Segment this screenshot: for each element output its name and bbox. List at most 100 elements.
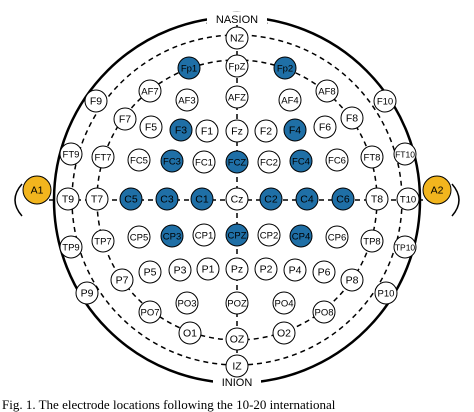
- electrode-p6-circle: [312, 260, 336, 284]
- electrode-cz-circle: [225, 187, 249, 211]
- electrode-p6: P6: [312, 260, 336, 284]
- electrode-po3-circle: [175, 291, 199, 315]
- electrode-f10: F10: [373, 89, 397, 113]
- electrode-af8-label: AF8: [318, 87, 335, 98]
- electrode-cp4-circle: [289, 224, 313, 248]
- electrode-fp1-circle: [177, 56, 201, 80]
- electrode-fc6: FC6: [325, 148, 349, 172]
- electrode-f8: F8: [340, 106, 364, 130]
- electrode-f9-circle: [84, 89, 108, 113]
- electrode-f1: F1: [195, 119, 219, 143]
- electrode-c4-circle: [295, 187, 319, 211]
- electrode-t7: T7: [85, 187, 109, 211]
- electrode-af7-label: AF7: [141, 87, 158, 98]
- electrode-c6-label: C6: [336, 194, 350, 206]
- electrode-cz: Cz: [225, 187, 249, 211]
- electrode-tp8-circle: [360, 229, 384, 253]
- electrode-af3-label: AF3: [178, 96, 195, 107]
- electrode-f4-label: F4: [289, 125, 301, 137]
- electrode-p3-label: P3: [174, 265, 187, 277]
- electrode-ft10: FT10: [393, 142, 417, 166]
- electrode-c1-label: C1: [195, 194, 209, 206]
- electrode-f8-circle: [340, 106, 364, 130]
- electrode-oz-label: OZ: [230, 334, 245, 346]
- electrode-p4-circle: [283, 258, 307, 282]
- electrode-p4-label: P4: [289, 265, 302, 277]
- electrode-cp4: CP4: [289, 224, 313, 248]
- electrode-tp10: TP10: [393, 235, 417, 259]
- electrode-po4-circle: [272, 291, 296, 315]
- electrode-ft8: FT8: [360, 145, 384, 169]
- electrode-tp9: TP9: [59, 235, 83, 259]
- electrode-fc2-circle: [257, 150, 281, 174]
- electrode-c2-circle: [259, 187, 283, 211]
- electrode-ft7: FT7: [91, 145, 115, 169]
- electrode-cp6: CP6: [325, 225, 349, 249]
- electrode-p3: P3: [168, 258, 192, 282]
- electrode-t8-circle: [365, 187, 389, 211]
- electrode-c2-label: C2: [264, 194, 278, 206]
- electrode-ft8-circle: [360, 145, 384, 169]
- electrode-f8-label: F8: [346, 113, 358, 125]
- electrode-p7-circle: [110, 268, 134, 292]
- electrode-cp1: CP1: [192, 223, 216, 247]
- electrode-cp1-circle: [192, 223, 216, 247]
- inion-label: INION: [222, 377, 253, 389]
- electrode-t9-circle: [56, 187, 80, 211]
- electrode-f1-circle: [195, 119, 219, 143]
- electrode-fpz: FpZ: [225, 54, 249, 78]
- electrode-f5-circle: [139, 115, 163, 139]
- electrode-cz-label: Cz: [231, 194, 244, 206]
- electrode-nz-label: NZ: [230, 33, 245, 45]
- electrode-cp3-circle: [160, 224, 184, 248]
- electrode-ft10-circle: [393, 142, 417, 166]
- electrode-c6: C6: [331, 187, 355, 211]
- electrode-p8-label: P8: [346, 275, 359, 287]
- electrode-fc4-label: FC4: [292, 157, 310, 168]
- electrode-fc3-label: FC3: [163, 157, 181, 168]
- electrode-fc4: FC4: [289, 149, 313, 173]
- electrode-af7: AF7: [138, 79, 162, 103]
- electrode-f6-circle: [313, 115, 337, 139]
- figure-caption: Fig. 1. The electrode locations followin…: [2, 398, 336, 412]
- electrode-c5-label: C5: [124, 194, 138, 206]
- electrode-af8: AF8: [315, 79, 339, 103]
- electrode-cp5-circle: [127, 225, 151, 249]
- electrode-fc2-label: FC2: [260, 158, 278, 169]
- electrode-cp3-label: CP3: [163, 232, 181, 243]
- electrode-c5-circle: [119, 187, 143, 211]
- electrode-tp8: TP8: [360, 229, 384, 253]
- electrode-ft10-label: FT10: [395, 150, 415, 160]
- electrode-afz: AFZ: [225, 85, 249, 109]
- electrode-c1-circle: [190, 187, 214, 211]
- electrode-iz-label: IZ: [232, 361, 242, 373]
- electrode-p10: P10: [374, 281, 398, 305]
- electrode-c3: C3: [155, 187, 179, 211]
- electrode-po7: PO7: [138, 300, 162, 324]
- electrode-p5-label: P5: [144, 267, 157, 279]
- electrode-c4: C4: [295, 187, 319, 211]
- electrode-f6-label: F6: [319, 122, 331, 134]
- electrode-cp2-circle: [257, 223, 281, 247]
- electrode-fc2: FC2: [257, 150, 281, 174]
- electrode-ft7-circle: [91, 145, 115, 169]
- electrode-fc3-circle: [160, 149, 184, 173]
- electrode-f7-label: F7: [119, 114, 131, 126]
- electrode-t9: T9: [56, 187, 80, 211]
- electrode-p2-label: P2: [260, 264, 273, 276]
- electrode-poz: POZ: [225, 291, 249, 315]
- electrode-cp1-label: CP1: [195, 231, 213, 242]
- electrode-p6-label: P6: [318, 267, 331, 279]
- inion-label-bg: [213, 375, 261, 388]
- electrode-fcz: FCZ: [225, 150, 249, 174]
- electrode-c5: C5: [119, 187, 143, 211]
- electrode-f7: F7: [113, 107, 137, 131]
- electrode-f10-circle: [373, 89, 397, 113]
- electrode-tp10-circle: [393, 235, 417, 259]
- electrode-af4: AF4: [278, 88, 302, 112]
- electrode-pz-circle: [225, 257, 249, 281]
- electrode-p8-circle: [340, 268, 364, 292]
- electrode-f4: F4: [283, 118, 307, 142]
- electrode-p2-circle: [254, 257, 278, 281]
- electrode-po8-label: PO8: [314, 308, 333, 319]
